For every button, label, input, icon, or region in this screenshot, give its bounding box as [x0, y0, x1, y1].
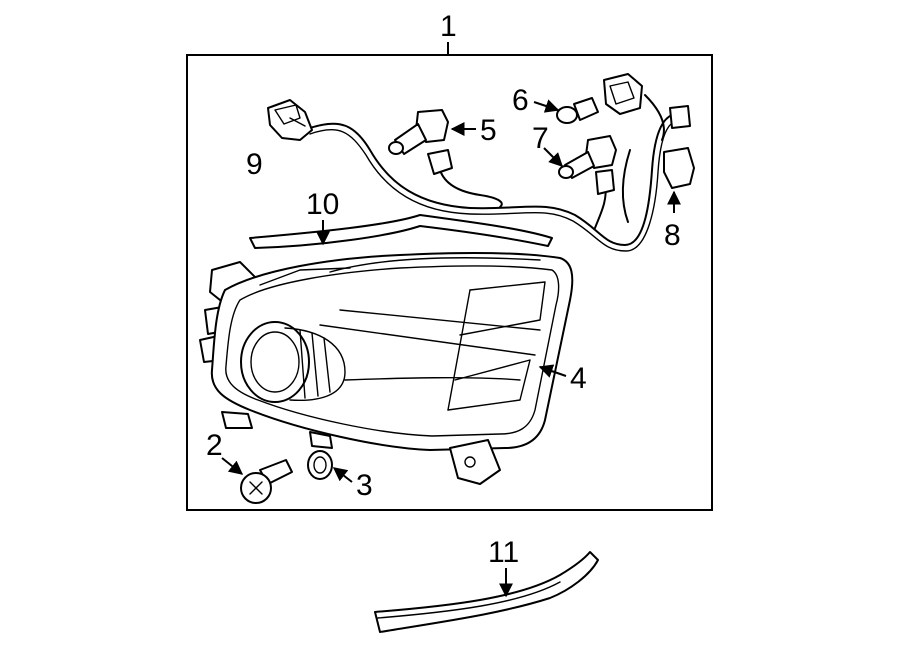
callout-2-leader: [221, 457, 244, 475]
callout-11: 11: [488, 536, 519, 569]
callout-2: 2: [206, 429, 223, 462]
callout-7-leader: [543, 147, 563, 167]
callout-4: 4: [570, 362, 587, 395]
part-5-bulb: [388, 109, 476, 175]
part-4-headlamp-housing: [199, 252, 574, 485]
callout-3: 3: [356, 469, 373, 502]
part-9-connector: [267, 99, 313, 141]
part-11-trim-strip: [374, 551, 599, 633]
callout-5: 5: [480, 114, 497, 147]
socket-upper-right: [603, 73, 691, 129]
part-7-bulb: [543, 135, 617, 195]
callout-1: 1: [440, 10, 457, 43]
part-6-bulb: [533, 97, 599, 124]
part-2-screw: [221, 457, 293, 504]
callout-6: 6: [512, 84, 529, 117]
assembly-frame: [186, 54, 713, 511]
part-8-bulb: [663, 147, 695, 213]
callout-10: 10: [306, 188, 339, 221]
part-10-trim-strip: [249, 214, 553, 249]
callout-4-leader: [538, 364, 567, 378]
callout-7: 7: [532, 122, 549, 155]
part-3-grommet: [307, 450, 353, 483]
callout-3-leader: [332, 467, 353, 483]
callout-9: 9: [246, 148, 263, 181]
callout-6-leader: [533, 99, 560, 113]
callout-8: 8: [664, 219, 681, 252]
